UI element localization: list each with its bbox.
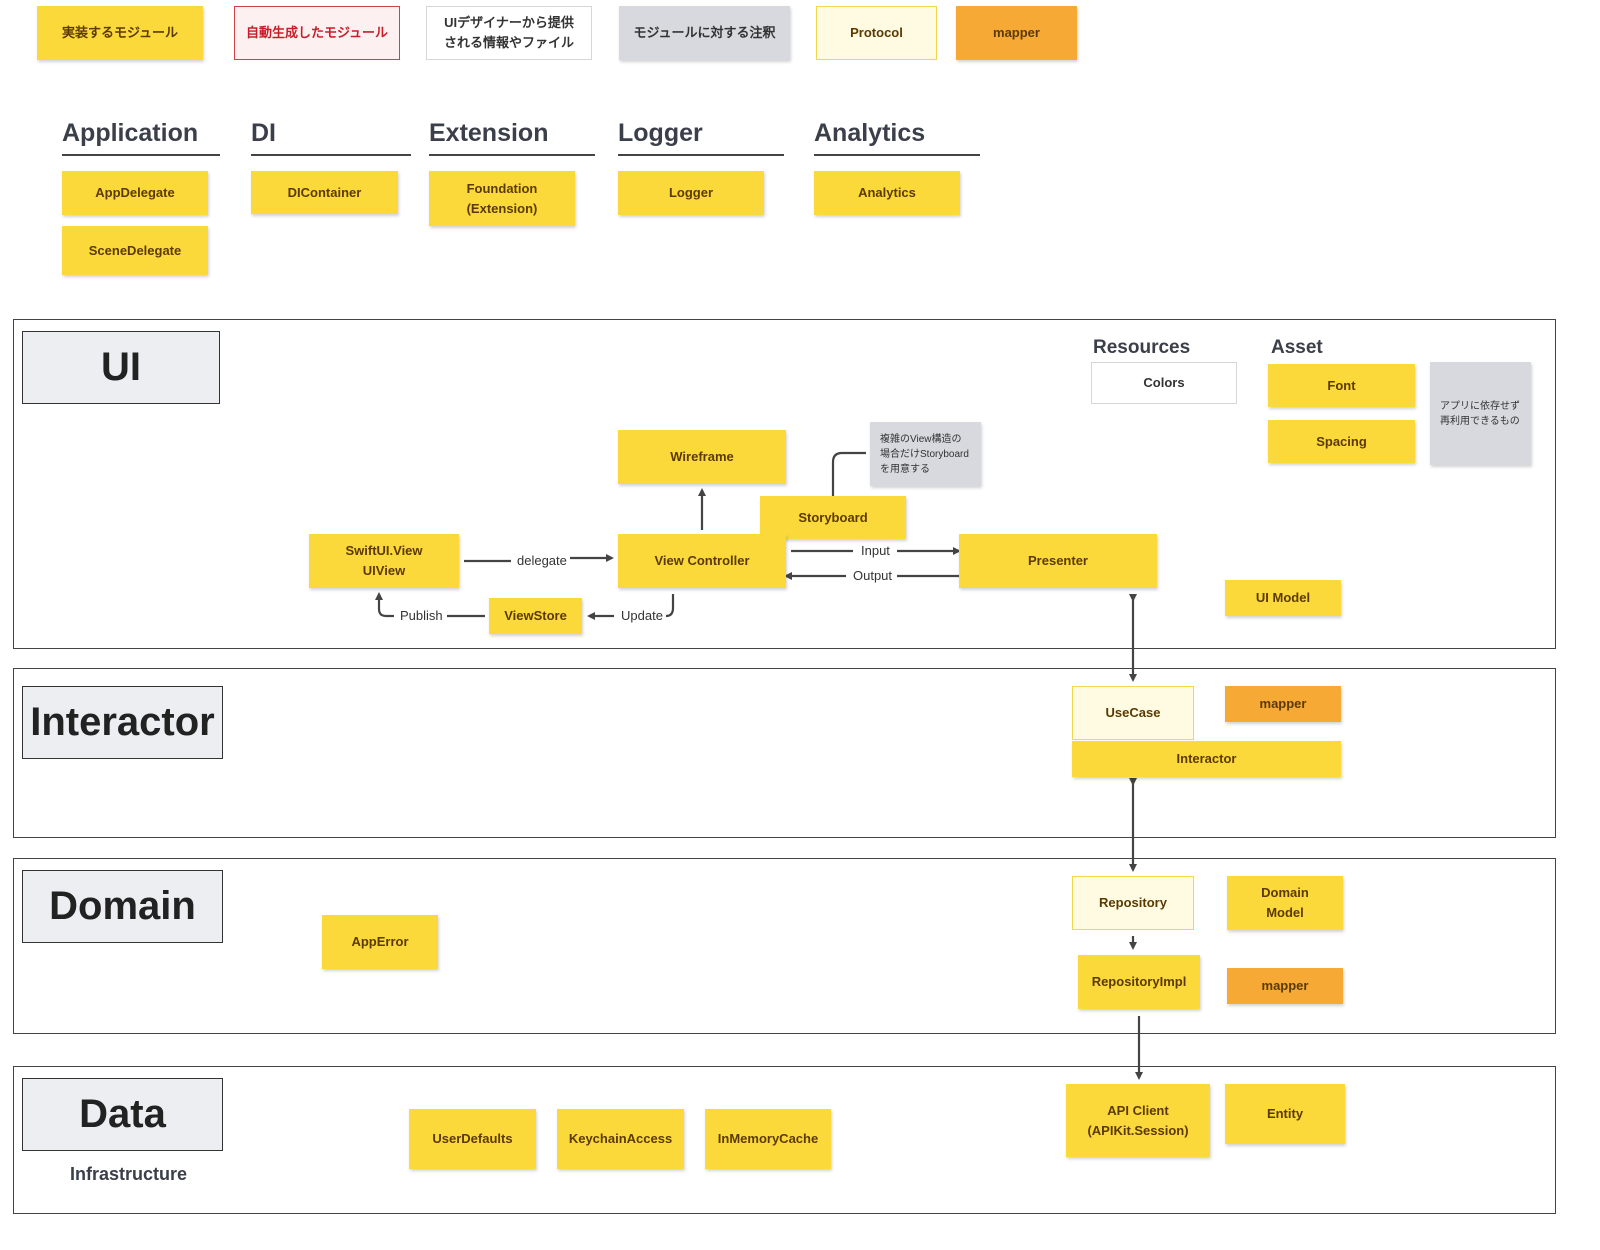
domain-layer [13, 858, 1556, 1034]
domain-model-note: Domain Model [1227, 876, 1343, 930]
delegate-label: delegate [514, 553, 570, 568]
swiftui-view-note: SwiftUI.View UIView [309, 534, 459, 588]
interactor-mapper-note: mapper [1225, 686, 1341, 722]
colors-note: Colors [1091, 362, 1237, 404]
update-label: Update [618, 608, 666, 623]
output-label: Output [850, 568, 896, 583]
data-layer-label: Data [22, 1078, 223, 1151]
legend-auto-generated: 自動生成したモジュール [234, 6, 400, 60]
publish-arrow [375, 592, 394, 618]
presenter-note: Presenter [959, 534, 1157, 588]
category-application: Application [62, 119, 220, 156]
scene-delegate-note: SceneDelegate [62, 226, 208, 275]
usecase-note: UseCase [1072, 686, 1194, 740]
ui-model-note: UI Model [1225, 580, 1341, 616]
category-extension: Extension [429, 119, 595, 156]
repository-impl-note: RepositoryImpl [1078, 955, 1200, 1009]
category-analytics: Analytics [814, 119, 980, 156]
keychain-note: KeychainAccess [557, 1109, 684, 1169]
interactor-note: Interactor [1072, 741, 1341, 777]
legend-mapper: mapper [956, 6, 1077, 60]
logger-note: Logger [618, 171, 764, 215]
interactor-layer-label: Interactor [22, 686, 223, 759]
legend-annotation: モジュールに対する注釈 [619, 6, 790, 60]
ui-layer [13, 319, 1556, 649]
repository-note: Repository [1072, 876, 1194, 930]
domain-layer-label: Domain [22, 870, 223, 943]
interactor-layer [13, 668, 1556, 838]
input-label: Input [858, 543, 893, 558]
apperror-note: AppError [322, 915, 438, 969]
legend-protocol: Protocol [816, 6, 937, 60]
infrastructure-label: Infrastructure [70, 1164, 188, 1184]
asset-heading: Asset [1271, 337, 1323, 358]
font-note: Font [1268, 364, 1415, 407]
app-delegate-note: AppDelegate [62, 171, 208, 215]
domain-mapper-note: mapper [1227, 968, 1343, 1004]
category-logger: Logger [618, 119, 784, 156]
viewstore-note: ViewStore [489, 598, 582, 634]
resources-heading: Resources [1093, 337, 1191, 358]
legend-designer: UIデザイナーから提供される情報やファイル [426, 6, 592, 60]
inmemory-note: InMemoryCache [705, 1109, 831, 1169]
publish-label: Publish [397, 608, 446, 623]
userdefaults-note: UserDefaults [409, 1109, 536, 1169]
view-controller-note: View Controller [618, 534, 786, 588]
entity-note: Entity [1225, 1084, 1345, 1144]
foundation-extension-note: Foundation (Extension) [429, 171, 575, 226]
analytics-note: Analytics [814, 171, 960, 215]
storyboard-annotation: 複雑のView構造の場合だけStoryboardを用意する [870, 422, 981, 486]
update-curve [665, 594, 675, 618]
spacing-note: Spacing [1268, 420, 1415, 463]
di-container-note: DIContainer [251, 171, 398, 214]
ui-layer-label: UI [22, 331, 220, 404]
storyboard-note: Storyboard [760, 496, 906, 539]
legend-implemented: 実装するモジュール [37, 6, 203, 60]
category-di: DI [251, 119, 411, 156]
storyboard-note-connector [831, 451, 866, 496]
api-client-note: API Client (APIKit.Session) [1066, 1084, 1210, 1157]
reusable-annotation: アプリに依存せず再利用できるもの [1430, 362, 1531, 465]
wireframe-note: Wireframe [618, 430, 786, 484]
data-layer [13, 1066, 1556, 1214]
